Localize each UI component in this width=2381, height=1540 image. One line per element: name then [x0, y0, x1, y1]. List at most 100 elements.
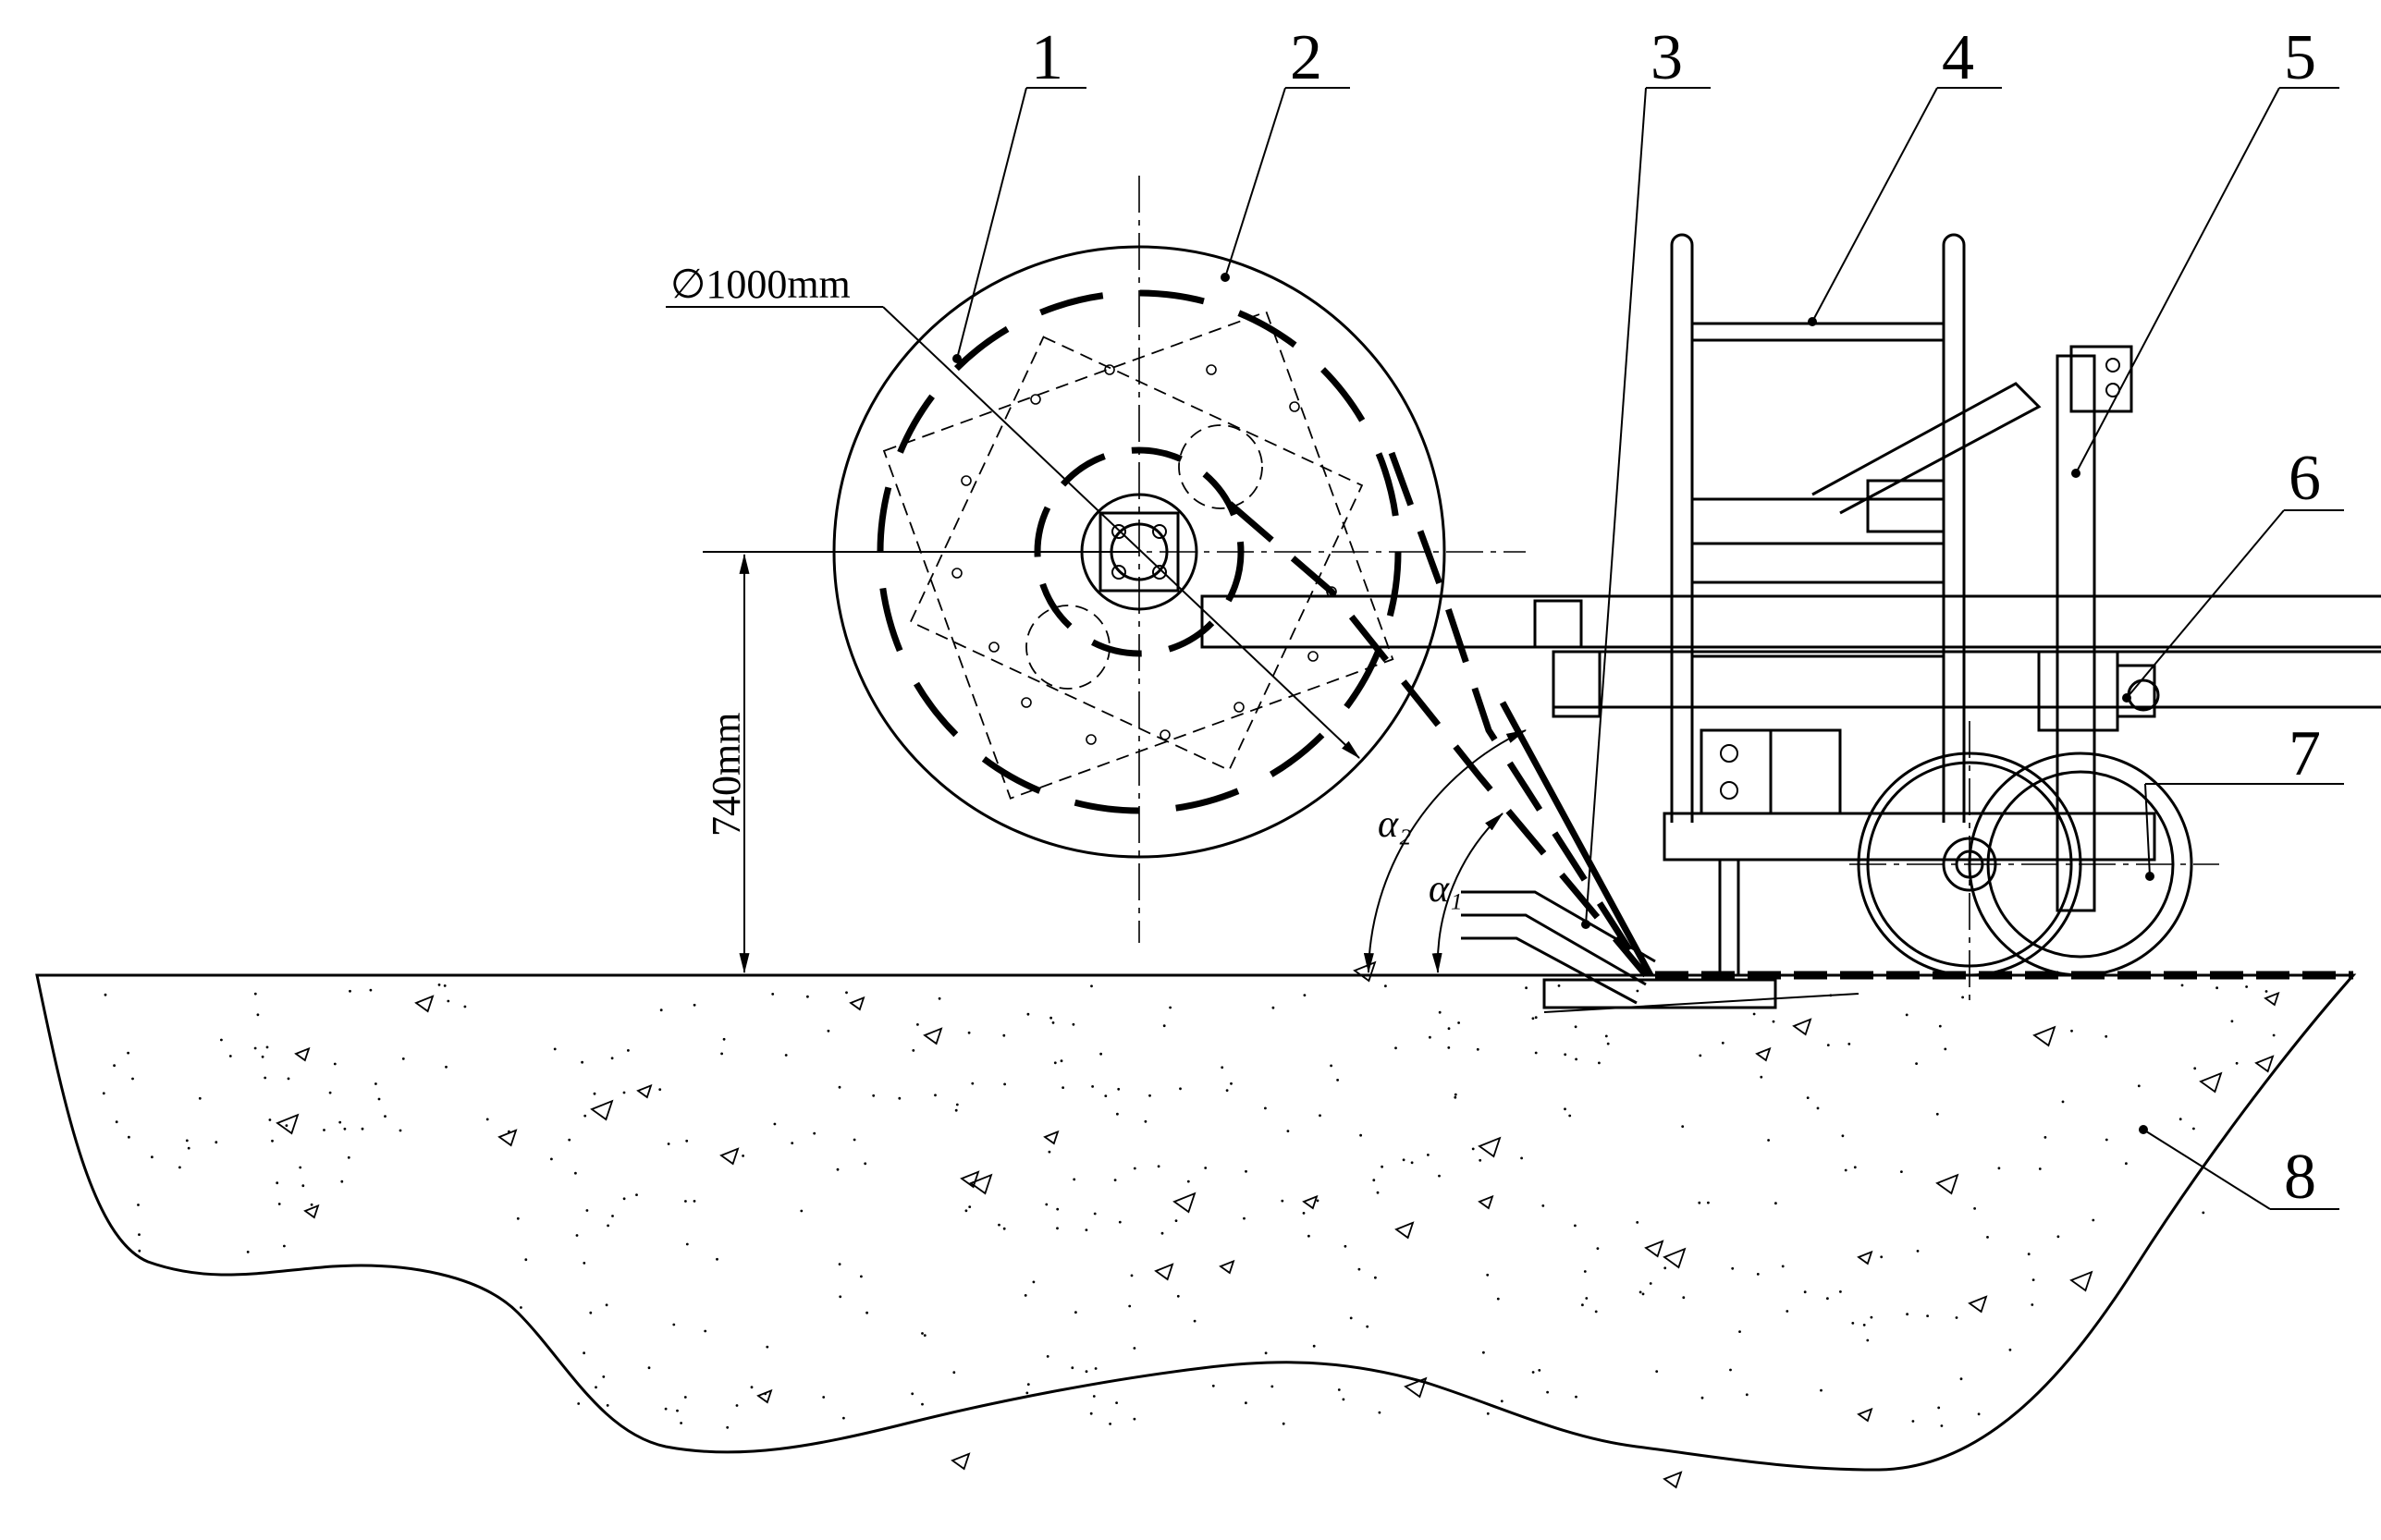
soil-dot: [1682, 1296, 1686, 1300]
soil-dot: [1471, 1147, 1475, 1151]
soil-dot: [1376, 1191, 1380, 1194]
soil-dot: [127, 1051, 130, 1055]
soil-texture-mark: [636, 1083, 653, 1099]
soil-dot: [1820, 1388, 1823, 1392]
soil-texture-mark: [1663, 1471, 1683, 1489]
soil-dot: [1169, 1006, 1172, 1009]
soil-dot: [842, 1416, 845, 1420]
soil-dot: [1374, 1276, 1377, 1279]
soil-dot: [1847, 1043, 1851, 1045]
soil-dot: [1048, 1150, 1051, 1154]
soil-dot: [1060, 1059, 1063, 1063]
callout-6: 6: [2289, 443, 2321, 514]
soil-texture-mark: [1302, 1194, 1319, 1210]
soil-dot: [1454, 1095, 1457, 1099]
soil-dot: [1534, 1051, 1538, 1055]
soil-dot: [1900, 1170, 1903, 1173]
soil-dot: [2178, 1118, 2182, 1121]
soil-dot: [583, 1262, 586, 1265]
soil-dot: [838, 1263, 841, 1265]
soil-dot: [524, 1258, 528, 1262]
soil-dot: [680, 1422, 682, 1424]
soil-dot: [607, 1224, 609, 1228]
soil-texture-mark: [2264, 991, 2280, 1007]
soil-dot: [1271, 1006, 1275, 1009]
soil-dot: [955, 1103, 959, 1106]
callout-4: 4: [1942, 22, 1974, 93]
soil-dot: [2264, 990, 2268, 993]
soil-dot: [131, 1077, 134, 1081]
soil-dot: [1803, 1290, 1807, 1294]
soil-dot: [1330, 1064, 1332, 1068]
soil-dot: [683, 1396, 687, 1399]
soil-dot: [550, 1157, 553, 1161]
soil-dot: [1270, 1385, 1274, 1388]
soil-dot: [1986, 1236, 1989, 1239]
soil-dot: [720, 1052, 723, 1056]
soil-dot: [283, 1244, 286, 1248]
soil-texture-mark: [951, 1452, 971, 1471]
soil-dot: [577, 1402, 581, 1405]
soil-dot: [872, 1094, 876, 1097]
soil-dot: [1851, 1322, 1855, 1325]
soil-dot: [1349, 1316, 1353, 1320]
soil-dot: [581, 1060, 583, 1064]
soil-dot: [1230, 1082, 1233, 1085]
soil-dot: [773, 1122, 777, 1126]
soil-dot: [967, 1031, 971, 1034]
soil-dot: [1638, 1290, 1642, 1294]
soil-dot: [377, 1097, 381, 1101]
soil-dot: [622, 1091, 626, 1094]
soil-dot: [791, 1142, 794, 1144]
soil-dot: [685, 1139, 689, 1143]
soil-dot: [1738, 1330, 1741, 1333]
soil-dot: [1282, 1422, 1285, 1425]
soil-dot: [2070, 1029, 2073, 1033]
soil-dot: [1482, 1351, 1485, 1354]
soil-dot: [485, 1118, 489, 1121]
callout-3: 3: [1651, 22, 1683, 93]
soil-dot: [1500, 1399, 1503, 1403]
soil-dot: [1130, 1274, 1134, 1277]
soil-dot: [1104, 1094, 1108, 1097]
soil-dot: [971, 1082, 975, 1085]
soil-dot: [1641, 1292, 1645, 1296]
soil-dot: [722, 1037, 726, 1041]
soil-dot: [1926, 1314, 1930, 1317]
soil-dot: [1636, 989, 1639, 993]
soil-texture-mark: [1663, 1247, 1687, 1269]
soil-dot: [215, 1141, 218, 1144]
soil-dot: [667, 1143, 670, 1145]
soil-dot: [952, 1371, 956, 1375]
soil-dot: [1245, 1169, 1247, 1173]
soil-dot: [735, 1404, 739, 1407]
soil-dot: [1026, 1383, 1030, 1386]
soil-dot: [998, 1223, 1000, 1227]
soil-dot: [2056, 1235, 2060, 1239]
soil-texture-mark: [1644, 1240, 1664, 1258]
bolt-hole: [1289, 401, 1300, 412]
soil-dot: [1359, 1133, 1362, 1137]
soil-dot: [1853, 1166, 1857, 1169]
soil-dot: [1378, 1411, 1381, 1414]
soil-dot: [287, 1077, 290, 1081]
soil-dot: [938, 996, 941, 1000]
soil-dot: [1756, 1273, 1760, 1276]
dimension-diameter: [666, 306, 1360, 759]
soil-dot: [860, 1275, 863, 1278]
callout-8: 8: [2284, 1142, 2316, 1213]
soil-dot: [1302, 1212, 1306, 1215]
soil-dot: [2027, 1253, 2031, 1256]
soil-dot: [1099, 1052, 1102, 1056]
soil-body: [35, 960, 2357, 1489]
soil-dot: [1767, 1139, 1770, 1142]
soil-dot: [647, 1366, 651, 1370]
soil-texture-mark: [590, 1099, 614, 1121]
soil-dot: [827, 1029, 830, 1033]
soil-dot: [2061, 1100, 2065, 1104]
soil-dot: [1839, 1290, 1842, 1293]
soil-dot: [864, 1162, 867, 1166]
soil-dot: [1781, 1265, 1785, 1268]
soil-dot: [1598, 1061, 1601, 1065]
soil-texture-mark: [2069, 1270, 2093, 1292]
